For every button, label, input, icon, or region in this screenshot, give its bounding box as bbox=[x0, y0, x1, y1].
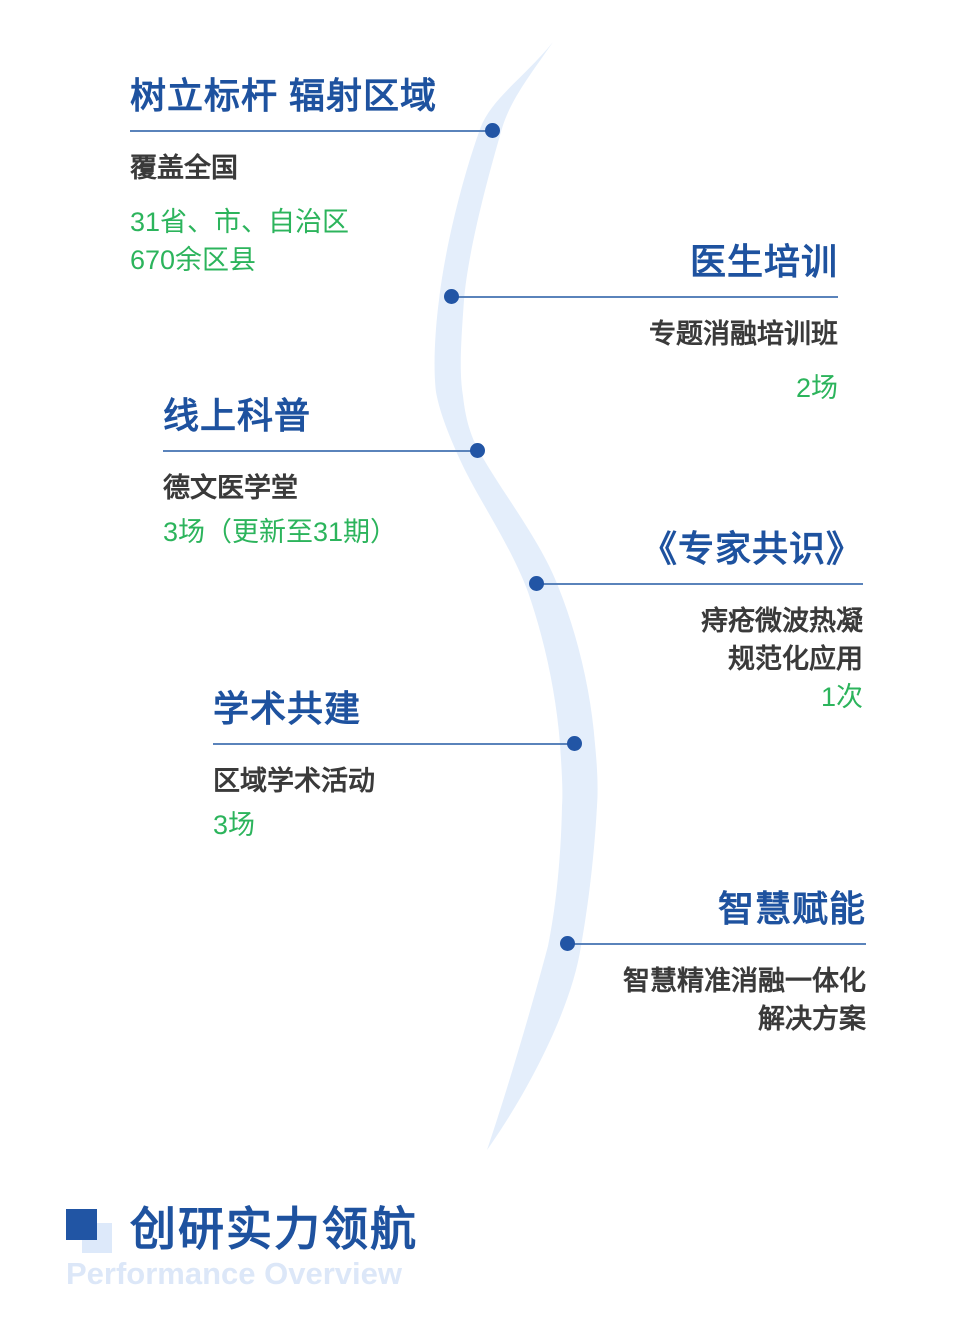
decor-square-dark bbox=[66, 1209, 97, 1240]
milestone-dot bbox=[444, 289, 459, 304]
milestone-stat: 3场（更新至31期） bbox=[163, 517, 398, 547]
connector-line bbox=[163, 443, 485, 458]
timeline-item-academic-cobuild: 学术共建 区域学术活动 3场 bbox=[213, 687, 582, 844]
milestone-detail: 区域学术活动 bbox=[213, 766, 375, 796]
milestone-dot bbox=[529, 576, 544, 591]
footer-title: 创研实力领航 bbox=[130, 1203, 418, 1255]
milestone-body: 专题消融培训班 2场 bbox=[452, 315, 838, 407]
timeline-item-benchmark: 树立标杆 辐射区域 覆盖全国 31省、市、自治区 670余区县 bbox=[130, 74, 500, 279]
milestone-detail: 德文医学堂 bbox=[163, 473, 298, 503]
milestone-title: 医生培训 bbox=[689, 241, 838, 282]
milestone-stat: 1次 bbox=[820, 682, 863, 712]
milestone-detail: 规范化应用 bbox=[728, 644, 863, 674]
milestone-body: 覆盖全国 31省、市、自治区 670余区县 bbox=[130, 149, 492, 279]
timeline-item-online-science: 线上科普 德文医学堂 3场（更新至31期） bbox=[163, 394, 485, 551]
milestone-detail: 智慧精准消融一体化 bbox=[623, 966, 866, 996]
milestone-body: 区域学术活动 3场 bbox=[213, 762, 574, 844]
connector-line bbox=[130, 123, 500, 138]
milestone-dot bbox=[470, 443, 485, 458]
milestone-title: 《专家共识》 bbox=[640, 528, 863, 569]
milestone-body: 智慧精准消融一体化 解决方案 bbox=[568, 962, 866, 1038]
milestone-title: 智慧赋能 bbox=[717, 888, 866, 929]
milestone-stat: 670余区县 bbox=[130, 245, 257, 275]
milestone-dot bbox=[560, 936, 575, 951]
timeline-item-expert-consensus: 《专家共识》 痔疮微波热凝 规范化应用 1次 bbox=[529, 527, 863, 716]
milestone-title: 线上科普 bbox=[163, 395, 312, 436]
timeline-item-smart-empowerment: 智慧赋能 智慧精准消融一体化 解决方案 bbox=[560, 887, 866, 1038]
milestone-detail: 覆盖全国 bbox=[130, 153, 238, 183]
milestone-stat: 2场 bbox=[795, 373, 838, 403]
connector-line bbox=[213, 736, 582, 751]
milestone-body: 痔疮微波热凝 规范化应用 1次 bbox=[537, 602, 863, 716]
milestone-detail: 解决方案 bbox=[758, 1004, 866, 1034]
connector-line bbox=[444, 289, 838, 304]
footer-subtitle: Performance Overview bbox=[66, 1256, 403, 1291]
milestone-title: 树立标杆 辐射区域 bbox=[130, 75, 438, 116]
milestone-dot bbox=[485, 123, 500, 138]
milestone-detail: 专题消融培训班 bbox=[649, 319, 838, 349]
milestone-detail: 痔疮微波热凝 bbox=[701, 606, 863, 636]
timeline-item-doctor-training: 医生培训 专题消融培训班 2场 bbox=[444, 240, 838, 407]
connector-line bbox=[560, 936, 866, 951]
milestone-body: 德文医学堂 3场（更新至31期） bbox=[163, 469, 477, 551]
milestone-stat: 3场 bbox=[213, 810, 256, 840]
milestone-stat: 31省、市、自治区 bbox=[130, 207, 350, 237]
milestone-dot bbox=[567, 736, 582, 751]
milestone-title: 学术共建 bbox=[213, 688, 362, 729]
connector-line bbox=[529, 576, 863, 591]
